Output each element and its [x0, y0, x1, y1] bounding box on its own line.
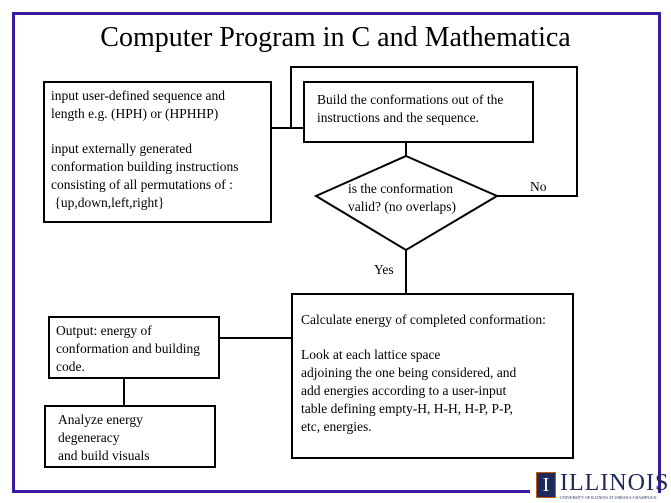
decision-text: is the conformation valid? (no overlaps): [348, 180, 456, 216]
energy-text: add energies according to a user-input: [301, 383, 507, 398]
energy-text: etc, energies.: [301, 419, 372, 434]
output-text: code.: [56, 359, 85, 374]
analyze-box: Analyze energy degeneracy and build visu…: [44, 405, 216, 468]
build-text: Build the conformations out of the: [317, 92, 504, 107]
decision-line: is the conformation: [348, 181, 453, 196]
analyze-text: and build visuals: [58, 448, 150, 463]
output-text: conformation and building: [56, 341, 200, 356]
loop-back-line: [290, 66, 578, 197]
build-text: instructions and the sequence.: [317, 110, 479, 125]
output-box: Output: energy of conformation and build…: [48, 316, 220, 379]
illinois-logo: I ILLINOIS UNIVERSITY OF ILLINOIS AT URB…: [530, 470, 668, 503]
decision-line: valid? (no overlaps): [348, 199, 456, 214]
logo-wordmark: ILLINOIS: [560, 470, 670, 496]
build-box: Build the conformations out of the instr…: [303, 81, 534, 143]
analyze-text: Analyze energy: [58, 412, 143, 427]
energy-text: table defining empty-H, H-H, H-P, P-P,: [301, 401, 513, 416]
no-label: No: [530, 179, 547, 194]
output-text: Output: energy of: [56, 323, 152, 338]
input-text: consisting of all permutations of :: [51, 177, 233, 192]
input-text: input externally generated: [51, 141, 192, 156]
analyze-text: degeneracy: [58, 430, 120, 445]
illinois-block-i-icon: I: [536, 472, 556, 498]
input-box: input user-defined sequence and length e…: [43, 81, 272, 223]
slide-frame: [12, 12, 661, 493]
energy-text: Calculate energy of completed conformati…: [301, 312, 546, 327]
input-text: input user-defined sequence and: [51, 88, 226, 103]
energy-text: adjoining the one being considered, and: [301, 365, 517, 380]
yes-label: Yes: [374, 262, 394, 277]
energy-text: Look at each lattice space: [301, 347, 441, 362]
logo-subtitle: UNIVERSITY OF ILLINOIS AT URBANA-CHAMPAI…: [560, 495, 657, 500]
input-text: conformation building instructions: [51, 159, 239, 174]
energy-box: Calculate energy of completed conformati…: [291, 293, 574, 459]
input-text: {up,down,left,right}: [51, 195, 165, 210]
input-text: length e.g. (HPH) or (HPHHP): [51, 106, 219, 121]
slide-title: Computer Program in C and Mathematica: [100, 22, 571, 53]
